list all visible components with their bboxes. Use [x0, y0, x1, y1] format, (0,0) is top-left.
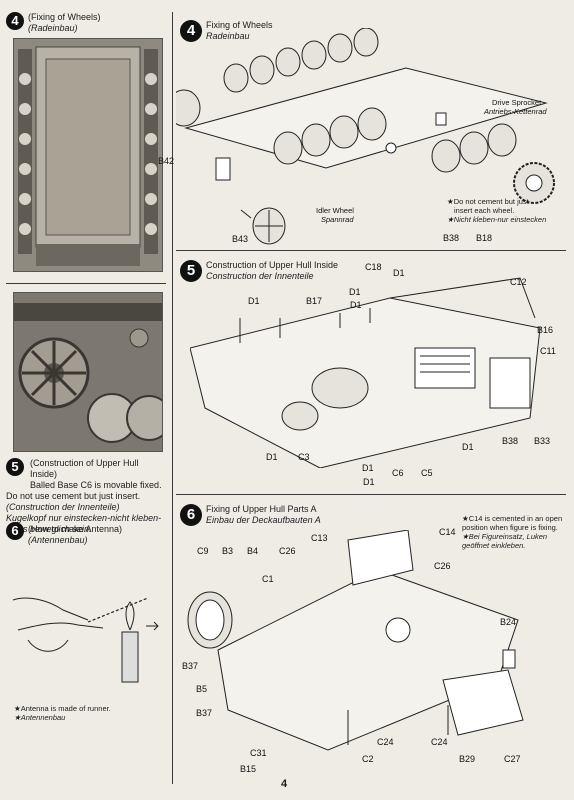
label-d1-a: D1 — [393, 268, 405, 278]
step4-right-subtitle: Radeinbau — [206, 31, 250, 41]
step5-left-line1: Balled Base C6 is movable fixed. — [30, 480, 162, 490]
label-b37-b: B37 — [196, 708, 213, 718]
step6-note-en: ★C14 is cemented in an open position whe… — [462, 514, 563, 532]
label-b38-top: B38 — [443, 233, 460, 243]
step4-wheel-note: ★Do not cement but just insert each whee… — [447, 197, 546, 224]
label-b15: B15 — [240, 764, 257, 774]
step5-left-text: (Construction of Upper Hull Inside) Ball… — [6, 458, 168, 535]
label-b18: B18 — [476, 233, 493, 243]
wheel-note-en: ★Do not cement but just — [447, 197, 529, 206]
step6-note-de: ★Bei Figureinsatz, Luken geöffnet einkle… — [462, 532, 548, 550]
step5-left-number: 5 — [6, 458, 24, 476]
step4-right-title: Fixing of Wheels Radeinbau — [206, 20, 273, 42]
step6-note: ★C14 is cemented in an open position whe… — [462, 514, 572, 550]
step5-left-title: (Construction of Upper Hull Inside) — [30, 458, 139, 479]
step5-right-number: 5 — [180, 260, 202, 282]
step5-right-title-text: Construction of Upper Hull Inside — [206, 260, 339, 270]
step6-left-title-text: (How to make Antenna) — [28, 524, 123, 534]
step6-left-title: (How to make Antenna) (Antennenbau) — [28, 524, 122, 546]
label-b29: B29 — [459, 754, 476, 764]
label-c26-b: C26 — [434, 561, 451, 571]
step6-right-number: 6 — [180, 504, 202, 526]
label-c24-b: C24 — [431, 737, 448, 747]
label-d1-e: D1 — [462, 442, 474, 452]
step5-right-subtitle: Construction der Innenteile — [206, 271, 314, 281]
hull-underside-photo — [13, 38, 163, 272]
step6-right-title: Fixing of Upper Hull Parts A Einbau der … — [206, 504, 321, 526]
label-b3: B3 — [222, 546, 234, 556]
wheel-note-en2: insert each wheel. — [454, 206, 515, 215]
step4-right-title-text: Fixing of Wheels — [206, 20, 273, 30]
step5-left-line2: Do not use cement but just insert. — [6, 491, 141, 501]
upper-hull-inside-diagram — [190, 277, 541, 468]
label-d1-h: D1 — [362, 463, 374, 473]
label-b33: B33 — [534, 436, 551, 446]
label-d1-b: D1 — [248, 296, 260, 306]
step5-left-line5: muss beweglich sein. — [6, 524, 92, 534]
label-c14: C14 — [439, 527, 456, 537]
label-c12: C12 — [510, 277, 527, 287]
antenna-note-en: ★Antenna is made of runner. — [14, 704, 111, 713]
label-idler-en: Idler Wheel — [316, 206, 354, 215]
label-d1-g: D1 — [363, 477, 375, 487]
label-c6: C6 — [392, 468, 404, 478]
upper-hull-parts-diagram — [187, 530, 524, 751]
step5-left-line4: Kugelkopf nur einstecken-nicht kleben- — [6, 513, 162, 523]
label-c26-a: C26 — [279, 546, 296, 556]
antenna-note-de: ★Antennenbau — [14, 713, 66, 722]
step4-left-subtitle: (Radeinbau) — [28, 23, 78, 33]
step4-left-number: 4 — [6, 12, 24, 30]
label-c27: C27 — [504, 754, 521, 764]
step5-right-title: Construction of Upper Hull Inside Constr… — [206, 260, 338, 282]
label-c3: C3 — [298, 452, 310, 462]
step6-right-title-text: Fixing of Upper Hull Parts A — [206, 504, 317, 514]
label-c31: C31 — [250, 748, 267, 758]
antenna-diagram — [12, 597, 159, 683]
wheels-exploded-diagram — [176, 28, 555, 245]
label-b4: B4 — [247, 546, 259, 556]
step6-left-number: 6 — [6, 522, 24, 540]
label-b42: B42 — [158, 156, 175, 166]
track-closeup-illustration — [14, 293, 162, 451]
label-b17: B17 — [306, 296, 323, 306]
track-closeup-photo — [13, 292, 163, 452]
label-c9: C9 — [197, 546, 209, 556]
label-d1-f: D1 — [266, 452, 278, 462]
label-c18: C18 — [365, 262, 382, 272]
page-number: 4 — [281, 778, 288, 790]
antenna-notes: ★Antenna is made of runner. ★Antennenbau — [14, 704, 111, 722]
step6-right-subtitle: Einbau der Deckaufbauten A — [206, 515, 321, 525]
label-b37-a: B37 — [182, 661, 199, 671]
label-c2: C2 — [362, 754, 374, 764]
label-b16: B16 — [537, 325, 554, 335]
label-d1-d: D1 — [350, 300, 362, 310]
step4-right-number: 4 — [180, 20, 202, 42]
label-b43: B43 — [232, 234, 249, 244]
label-b38-bottom: B38 — [502, 436, 519, 446]
label-sprocket-en: Drive Sprocket — [492, 98, 542, 107]
label-idler-de: Spannrad — [321, 215, 354, 224]
step4-left-title-text: (Fixing of Wheels) — [28, 12, 101, 22]
label-b5: B5 — [196, 684, 208, 694]
hull-underside-illustration — [14, 39, 162, 271]
label-c24-a: C24 — [377, 737, 394, 747]
step6-left-subtitle: (Antennenbau) — [28, 535, 88, 545]
label-d1-c: D1 — [349, 287, 361, 297]
step4-left-title: (Fixing of Wheels) (Radeinbau) — [28, 12, 101, 34]
label-b24: B24 — [500, 617, 517, 627]
label-sprocket-de: Antriebs-Kettenrad — [484, 107, 547, 116]
label-c1: C1 — [262, 574, 274, 584]
label-c11: C11 — [540, 346, 556, 356]
step5-left-line3: (Construction der Innenteile) — [6, 502, 120, 512]
label-c13: C13 — [311, 533, 328, 543]
label-c5: C5 — [421, 468, 433, 478]
wheel-note-de: ★Nicht kleben-nur einstecken — [447, 215, 547, 224]
